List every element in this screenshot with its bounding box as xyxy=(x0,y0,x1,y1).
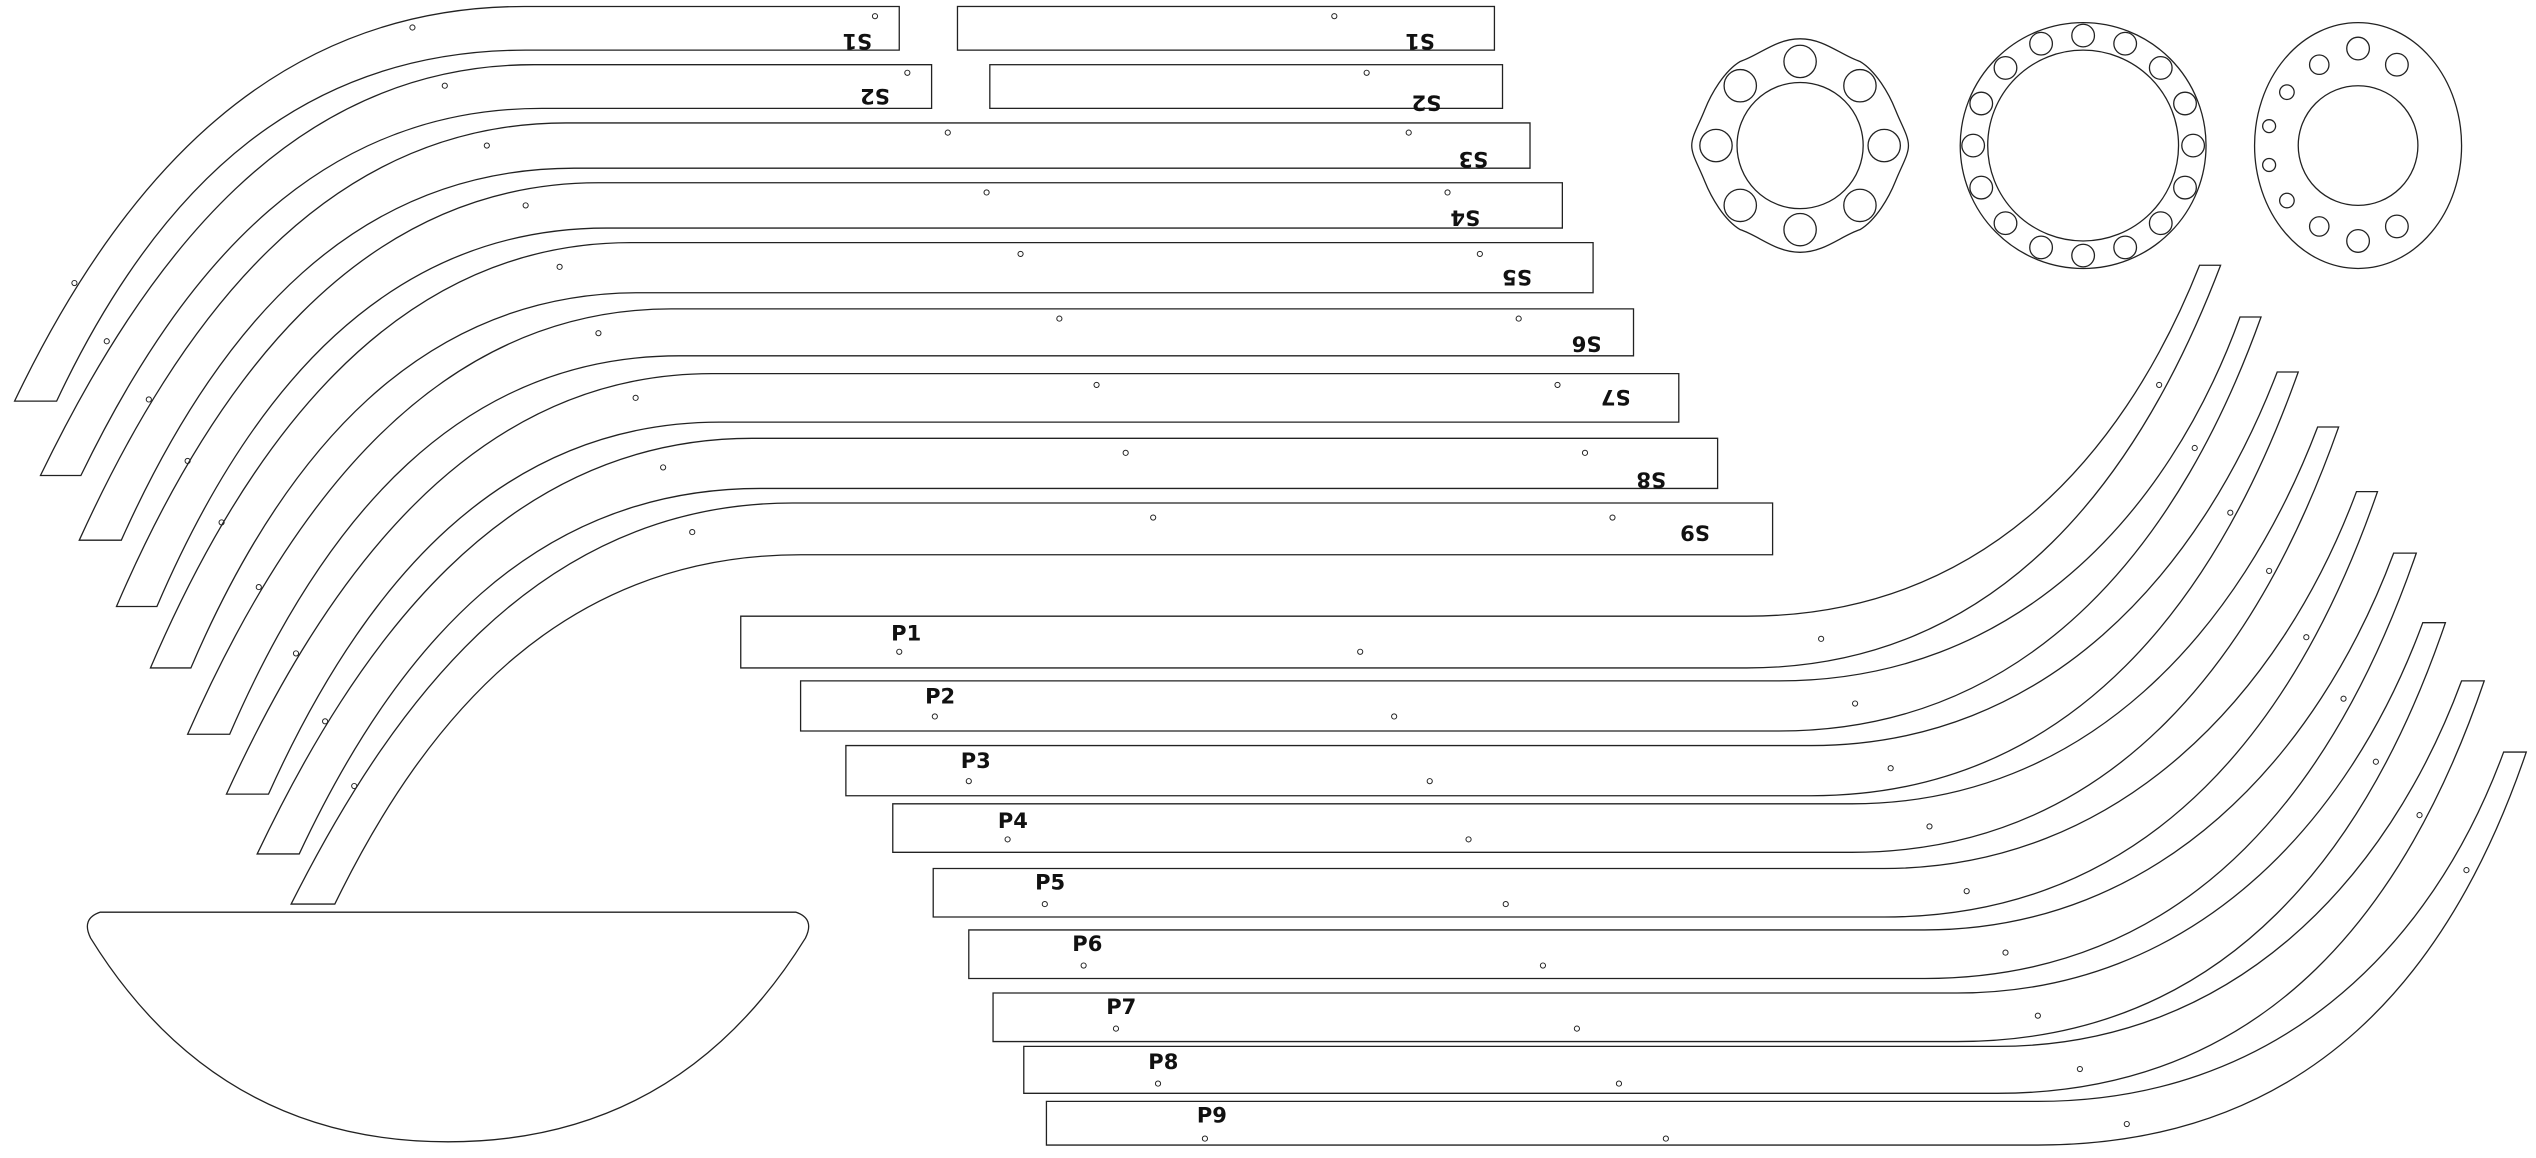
scalloped-flange-outline xyxy=(1691,38,1910,253)
p-strip-1 xyxy=(740,264,2222,669)
s-strip-3 xyxy=(78,122,1531,541)
s-label: S1 xyxy=(842,29,872,54)
p-label: P3 xyxy=(961,748,991,773)
p-strip-6 xyxy=(968,552,2418,980)
s-label: S8 xyxy=(1636,467,1666,492)
s-strip-7 xyxy=(225,372,1680,795)
p-label: P8 xyxy=(1148,1049,1178,1074)
plain-flange-outline xyxy=(2253,21,2463,270)
s-strip-5 xyxy=(149,241,1594,669)
scalloped-flange xyxy=(1691,38,1910,253)
s-strip-1 xyxy=(13,5,900,402)
s-strip-8 xyxy=(256,437,1719,855)
p-strip-2 xyxy=(799,316,2262,732)
p-labels: P1 P2 P3 P4 P5 P6 P7 P8 P9 xyxy=(891,620,1227,1127)
s-strips xyxy=(13,5,1774,905)
s-strip-6 xyxy=(186,308,1635,735)
p-holes xyxy=(896,381,2470,1142)
s-strip-2 xyxy=(39,64,933,477)
ring-flange xyxy=(1959,21,2207,270)
flange-bore xyxy=(1736,81,1864,210)
p-label: P2 xyxy=(925,684,955,709)
p-label: P6 xyxy=(1072,931,1102,956)
s-label: S2 xyxy=(860,84,890,109)
s-bar-2 xyxy=(989,64,1504,110)
s-label: S4 xyxy=(1450,205,1480,230)
plain-flange xyxy=(2253,21,2463,270)
p-label: P1 xyxy=(891,620,921,645)
s-strip-4 xyxy=(115,182,1563,608)
p-strip-7 xyxy=(992,622,2447,1043)
p-label: P5 xyxy=(1035,870,1065,895)
ring-flange-outline xyxy=(1959,21,2207,270)
p-strip-3 xyxy=(845,371,2300,797)
p-label: P9 xyxy=(1197,1102,1227,1127)
p-strip-8 xyxy=(1023,680,2486,1094)
p-strip-9 xyxy=(1045,751,2528,1146)
p-strips xyxy=(740,264,2528,1146)
s-label: S1 xyxy=(1405,29,1435,54)
s-holes xyxy=(71,13,1616,790)
flange-bore xyxy=(1987,49,2180,242)
p-strip-5 xyxy=(932,491,2379,918)
p-label: P4 xyxy=(998,808,1028,833)
s-label: S7 xyxy=(1601,385,1631,410)
p-label: P7 xyxy=(1106,994,1136,1019)
s-label: S9 xyxy=(1680,521,1710,546)
segment-plate xyxy=(86,911,810,1143)
s-label: S5 xyxy=(1502,265,1532,290)
s-label: S3 xyxy=(1459,147,1489,172)
s-bar-1 xyxy=(956,5,1496,51)
flange-bore xyxy=(2297,85,2419,207)
p-strip-4 xyxy=(892,426,2340,853)
s-label: S6 xyxy=(1572,331,1602,356)
s-label: S2 xyxy=(1412,90,1442,115)
s-labels: S1 S1 S2 S2 S3 S4 S5 S6 S7 S8 S9 xyxy=(842,29,1710,546)
s-strip-9 xyxy=(290,502,1774,905)
